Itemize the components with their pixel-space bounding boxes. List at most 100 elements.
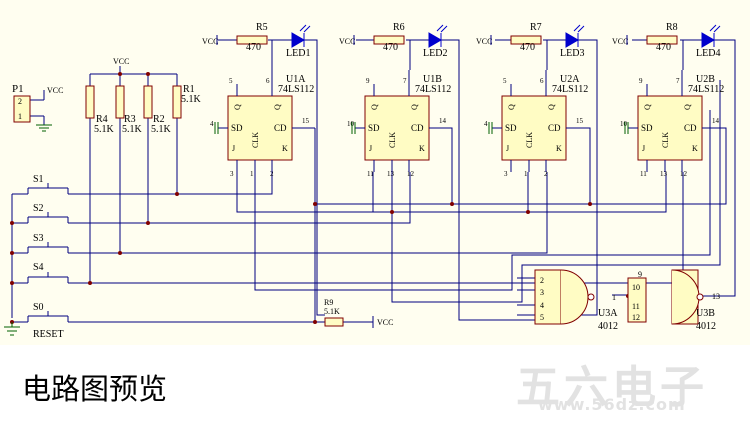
u2b-part: 74LS112 [688, 84, 724, 95]
connector-p1: P1 2 1 VCC [12, 83, 63, 132]
switch-s2: S2 [27, 203, 69, 223]
u3a-pin2: 2 [540, 276, 544, 285]
u2b-pin-sd: 10 [620, 120, 628, 128]
u3b-pin12: 12 [632, 313, 640, 322]
u1a-led-res-value: 470 [246, 42, 261, 53]
u3b-pin10: 10 [632, 283, 640, 292]
u3a-pin5: 5 [540, 313, 544, 322]
reset-label: RESET [33, 329, 64, 340]
u3b-pin9: 9 [638, 270, 642, 279]
pullup-resistors: VCC R4 5.1K R3 5.1K R2 5.1K R1 5.1K [85, 57, 202, 135]
u2a-pin-top-right: 6 [540, 77, 544, 85]
u2a-pin-sd: 4 [484, 120, 488, 128]
u3b-out: 13 [712, 292, 720, 301]
u3a-name: U3A [598, 308, 618, 319]
u2a-led-res-name: R7 [530, 22, 542, 33]
gate-u3b: 9 10 11 12 13 U3B 4012 [627, 269, 720, 332]
u2a-led-vcc: VCC [476, 37, 492, 46]
u1a-pin-sd: 4 [210, 120, 214, 128]
ground-icon [36, 124, 52, 132]
r2-name: R2 [153, 114, 165, 125]
u2a-pin-cd: 15 [576, 117, 584, 125]
connector-pin2: 2 [18, 97, 22, 106]
u2a-q: Q [507, 104, 516, 110]
u1a-pin-top-right: 6 [266, 77, 270, 85]
u1b-pin-top-left: 9 [366, 77, 370, 85]
u2b-qbar: Q [683, 104, 692, 110]
resistor-r9: R9 5.1K VCC [324, 298, 393, 328]
s3-label: S3 [33, 233, 44, 244]
switch-s1: S1 [27, 174, 69, 194]
r2-value: 5.1K [151, 124, 172, 135]
u2b-pin-clk: 13 [660, 170, 668, 178]
u2b-pin-k: 12 [680, 170, 688, 178]
r4-name: R4 [96, 114, 108, 125]
u2a-qbar: Q [547, 104, 556, 110]
u1b-pin-top-right: 7 [403, 77, 407, 85]
u2b-name: U2B [696, 74, 715, 85]
s0-label: S0 [33, 302, 44, 313]
u1a-q: Q [233, 104, 242, 110]
led-1-icon [291, 32, 305, 48]
u2b-q: Q [643, 104, 652, 110]
u2a-pin-clk: 1 [524, 170, 528, 178]
r3-value: 5.1K [122, 124, 143, 135]
u2a-k: K [556, 144, 562, 153]
u2a-pin-j: 3 [504, 170, 508, 178]
u1a-k: K [282, 144, 288, 153]
u1b-qbar: Q [410, 104, 419, 110]
schematic-background [0, 0, 750, 345]
u1a-pin-clk: 1 [250, 170, 254, 178]
u2a-clk: CLK [525, 132, 534, 148]
led-3-icon [565, 32, 579, 48]
u2b-pin-top-left: 9 [639, 77, 643, 85]
u1b-name: U1B [423, 74, 442, 85]
u1a-sd-ground-icon [214, 122, 219, 134]
u2b-j: J [642, 144, 645, 153]
u1b-clk: CLK [388, 132, 397, 148]
resistor-r1 [172, 85, 182, 119]
pullup-vcc: VCC [113, 57, 129, 66]
connector-vcc: VCC [47, 86, 63, 95]
u1b-led-res-value: 470 [383, 42, 398, 53]
u3b-name: U3B [696, 308, 715, 319]
r1-name: R1 [183, 84, 195, 95]
resistor-r6 [373, 35, 405, 45]
u1b-pin-k: 12 [407, 170, 415, 178]
u1a-cd: CD [274, 123, 287, 133]
u1b-pin-j: 11 [367, 170, 374, 178]
r9-vcc: VCC [377, 318, 393, 327]
watermark-url: www.56dz.com [538, 395, 686, 414]
u1a-pin-j: 3 [230, 170, 234, 178]
u2b-pin-j: 11 [640, 170, 647, 178]
u2b-sd-ground-icon [624, 122, 629, 134]
u2a-name: U2A [560, 74, 580, 85]
u1a-j: J [232, 144, 235, 153]
u3b-part: 4012 [696, 321, 716, 332]
s2-label: S2 [33, 203, 44, 214]
switch-s0: S0 RESET [27, 302, 69, 340]
u1b-cd: CD [411, 123, 424, 133]
led-2-icon [428, 32, 442, 48]
u2b-led-name: LED4 [696, 48, 720, 59]
u2b-cd: CD [684, 123, 697, 133]
u2b-led-res-name: R8 [666, 22, 678, 33]
u3a-pin4: 4 [540, 301, 544, 310]
chip-u2b [637, 95, 703, 161]
s1-label: S1 [33, 174, 44, 185]
u1a-led-name: LED1 [286, 48, 310, 59]
u1b-sd-ground-icon [351, 122, 356, 134]
u1a-pin-k: 2 [270, 170, 274, 178]
s4-label: S4 [33, 262, 44, 273]
resistor-r8 [646, 35, 678, 45]
u2a-j: J [506, 144, 509, 153]
u2a-sd-ground-icon [488, 122, 493, 134]
u3a-part: 4012 [598, 321, 618, 332]
watermark-logo: 五六电子 [516, 362, 708, 413]
u1b-sd: SD [368, 123, 380, 133]
u2b-k: K [692, 144, 698, 153]
resistor-r7 [510, 35, 542, 45]
page-caption: 电路图预览 [22, 372, 168, 406]
junctions [10, 72, 630, 324]
u2a-led-name: LED3 [560, 48, 584, 59]
